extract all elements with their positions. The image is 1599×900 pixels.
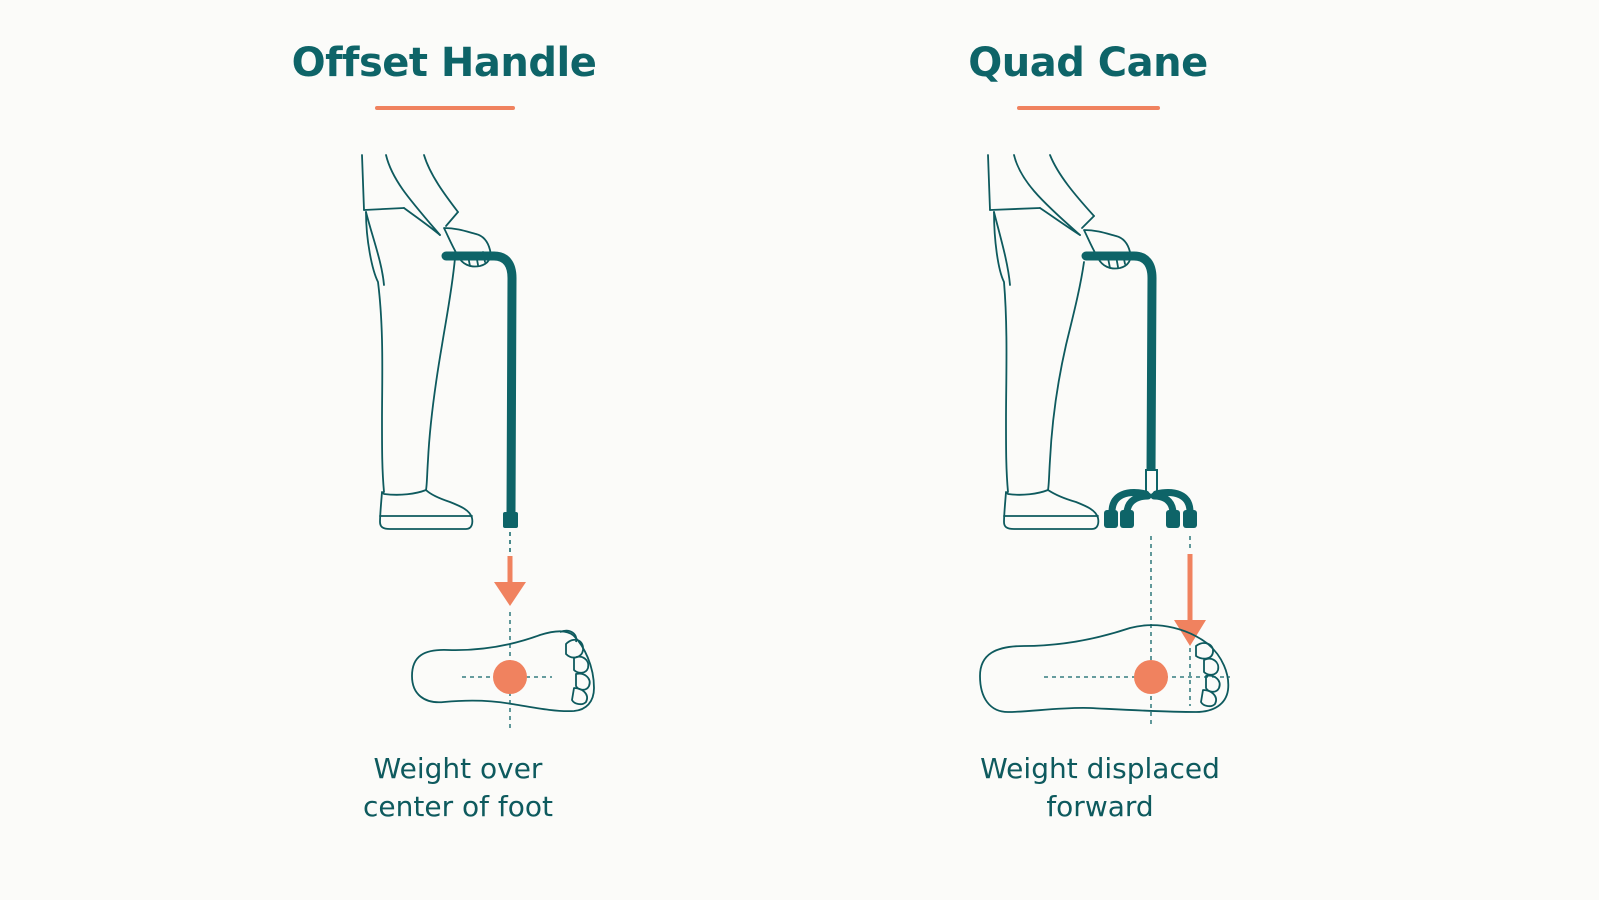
down-arrow-icon <box>494 582 526 606</box>
center-of-pressure-icon-right <box>1134 660 1168 694</box>
center-of-pressure-icon-left <box>493 660 527 694</box>
caption-line-2: forward <box>1046 790 1154 823</box>
load-line-quad <box>1150 536 1206 728</box>
load-line-offset <box>494 532 526 606</box>
title-underline-quad <box>1017 106 1160 110</box>
caption-line-1: Weight displaced <box>980 752 1220 785</box>
caption-line-1: Weight over <box>373 752 543 785</box>
figure-offset-handle <box>361 154 492 530</box>
foot-outline-icon-left <box>411 629 595 713</box>
figure-quad-cane <box>987 154 1132 530</box>
caption-quad-cane: Weight displaced forward <box>940 750 1260 826</box>
foot-outline-icon-right <box>979 624 1230 713</box>
title-underline-offset <box>375 106 515 110</box>
panel-title-offset-handle: Offset Handle <box>291 40 597 86</box>
quad-cane <box>1081 251 1197 528</box>
caption-line-2: center of foot <box>363 790 553 823</box>
caption-offset-handle: Weight over center of foot <box>298 750 618 826</box>
panel-title-quad-cane: Quad Cane <box>968 40 1208 86</box>
offset-cane <box>441 251 518 528</box>
